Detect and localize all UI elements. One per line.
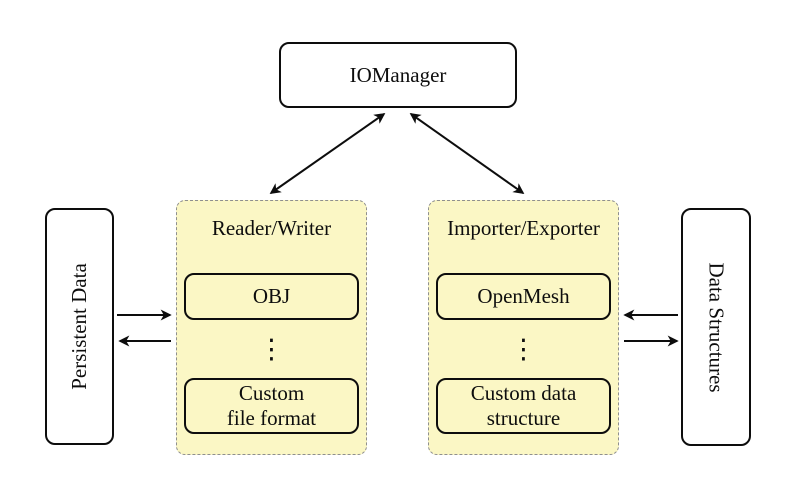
custom-file-format-label: Custom file format [226, 380, 317, 430]
importer-exporter-group-label: Importer/Exporter [447, 216, 600, 240]
reader-writer-group-label: Reader/Writer [211, 216, 332, 240]
persistent-data-label: Persistent Data [67, 263, 91, 390]
persistent-data-node: Persistent Data [45, 208, 114, 445]
obj-label: OBJ [252, 283, 291, 308]
data-structures-label: Data Structures [704, 261, 729, 393]
obj-node: OBJ [184, 273, 359, 320]
data-structures-node: Data Structures [681, 208, 751, 446]
ellipsis-dots: ⋮ [510, 334, 537, 365]
ellipsis-dots: ⋮ [258, 334, 285, 365]
iomanager-label: IOManager [349, 62, 447, 87]
custom-data-structure-node: Custom data structure [436, 378, 611, 434]
arrow-iomanager-readerwriter [269, 113, 386, 194]
custom-data-structure-label: Custom data structure [470, 380, 577, 430]
openmesh-label: OpenMesh [477, 283, 570, 308]
reader-writer-group: Reader/Writer OBJ ⋮ Custom file format [176, 200, 367, 455]
arrow-iomanager-importerexporter [409, 113, 525, 194]
importer-exporter-group: Importer/Exporter OpenMesh ⋮ Custom data… [428, 200, 619, 455]
custom-file-format-node: Custom file format [184, 378, 359, 434]
iomanager-node: IOManager [279, 42, 517, 108]
openmesh-node: OpenMesh [436, 273, 611, 320]
